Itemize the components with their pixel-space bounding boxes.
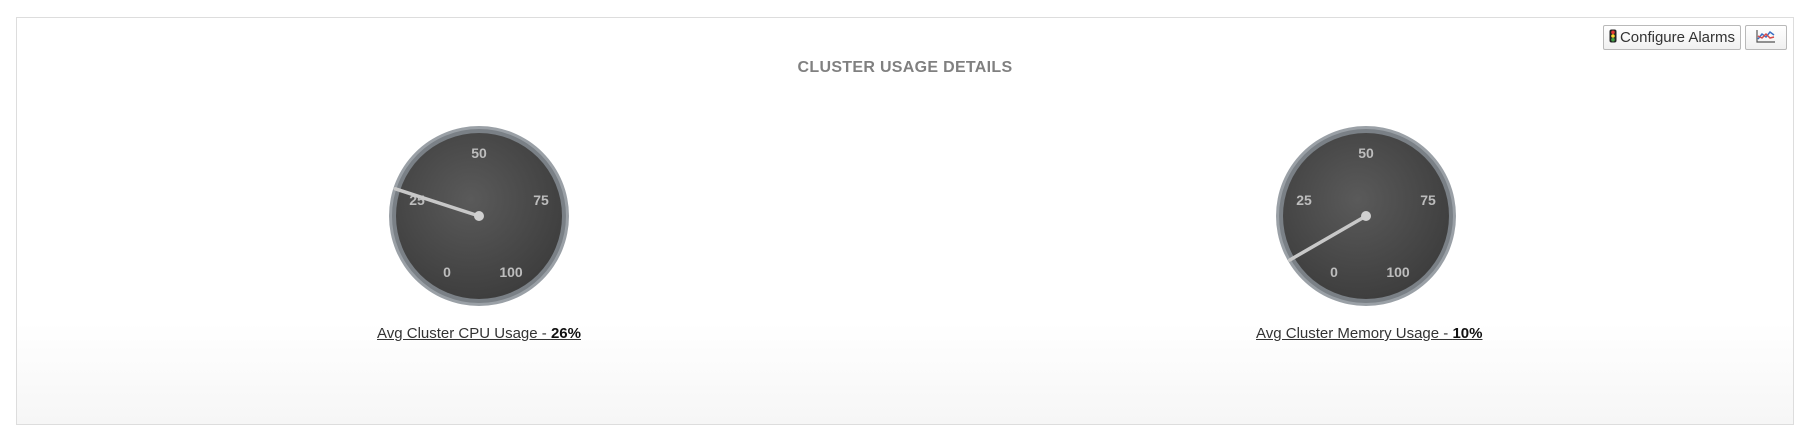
gauge-tick-label: 25 <box>1296 192 1312 208</box>
memory-usage-caption: Avg Cluster Memory Usage - <box>1256 325 1453 342</box>
cpu-usage-link[interactable]: Avg Cluster CPU Usage - 26% <box>377 325 581 342</box>
gauge-needle <box>1288 214 1368 262</box>
cluster-usage-panel: Configure Alarms CLUSTER USAGE DETAILS 0… <box>16 17 1794 425</box>
memory-gauge-dial: 0 25 50 75 100 <box>1276 126 1456 306</box>
cpu-usage-value: 26% <box>550 325 581 342</box>
gauge-tick-label: 0 <box>443 264 451 280</box>
gauge-tick-label: 75 <box>1420 192 1436 208</box>
gauge-tick-label: 0 <box>1330 264 1338 280</box>
traffic-light-icon <box>1609 29 1617 47</box>
chart-lines-icon <box>1756 29 1776 47</box>
cpu-usage-caption: Avg Cluster CPU Usage - <box>377 325 551 342</box>
memory-usage-gauge: 0 25 50 75 100 Avg Cluster Memory Usage - 10… <box>1256 124 1482 343</box>
panel-title: CLUSTER USAGE DETAILS <box>797 59 1013 76</box>
memory-usage-link[interactable]: Avg Cluster Memory Usage - 10% <box>1256 325 1482 342</box>
memory-usage-value: 10% <box>1452 325 1483 342</box>
gauge-needle <box>393 187 481 218</box>
gauge-tick-label: 75 <box>533 192 549 208</box>
gauge-tick-label: 100 <box>1386 264 1410 280</box>
chart-view-button[interactable] <box>1745 25 1787 50</box>
gauge-needle-hub <box>1361 211 1371 221</box>
gauge-tick-label: 50 <box>1358 145 1374 161</box>
gauge-tick-label: 100 <box>499 264 523 280</box>
panel-toolbar: Configure Alarms <box>1602 25 1787 50</box>
configure-alarms-button[interactable]: Configure Alarms <box>1602 25 1741 50</box>
gauge-needle-hub <box>474 211 484 221</box>
configure-alarms-label: Configure Alarms <box>1619 29 1735 46</box>
gauge-tick-label: 50 <box>471 145 487 161</box>
